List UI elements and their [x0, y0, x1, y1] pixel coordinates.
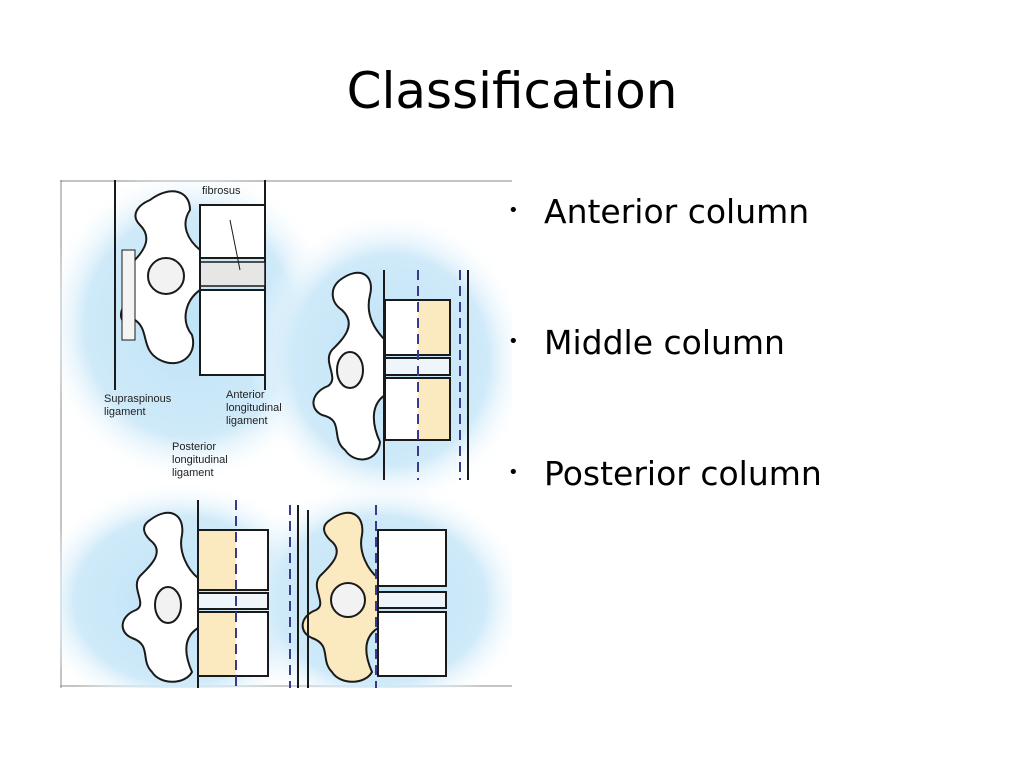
panel-posterior-column [301, 505, 447, 688]
label-posterior-2: longitudinal [172, 454, 228, 466]
bullet-text: Anterior column [544, 192, 810, 231]
bullet-icon: • [508, 462, 519, 483]
list-item: • Posterior column [506, 452, 1006, 583]
label-posterior-1: Posterior [172, 441, 216, 453]
bullet-text: Middle column [544, 323, 785, 362]
label-anterior-3: ligament [226, 415, 268, 427]
spine-diagram: fibrosus Supraspinous ligament Anterior … [60, 180, 512, 688]
spine-columns-figure: fibrosus Supraspinous ligament Anterior … [60, 180, 512, 688]
label-anterior-2: longitudinal [226, 402, 282, 414]
bullet-icon: • [508, 200, 519, 221]
bullet-icon: • [508, 331, 519, 352]
panel-anterior-column [312, 270, 469, 480]
bullet-list: • Anterior column • Middle column • Post… [506, 190, 1006, 583]
slide-title: Classification [346, 62, 678, 120]
panel-middle-column [121, 500, 299, 688]
label-supraspinous-1: Supraspinous [104, 393, 172, 405]
bullet-text: Posterior column [544, 454, 822, 493]
label-fibrosus: fibrosus [202, 185, 241, 197]
label-posterior-3: ligament [172, 467, 214, 479]
list-item: • Middle column [506, 321, 1006, 452]
list-item: • Anterior column [506, 190, 1006, 321]
label-supraspinous-2: ligament [104, 406, 146, 418]
panel-normal-spine [114, 180, 266, 390]
label-anterior-1: Anterior [226, 389, 265, 401]
